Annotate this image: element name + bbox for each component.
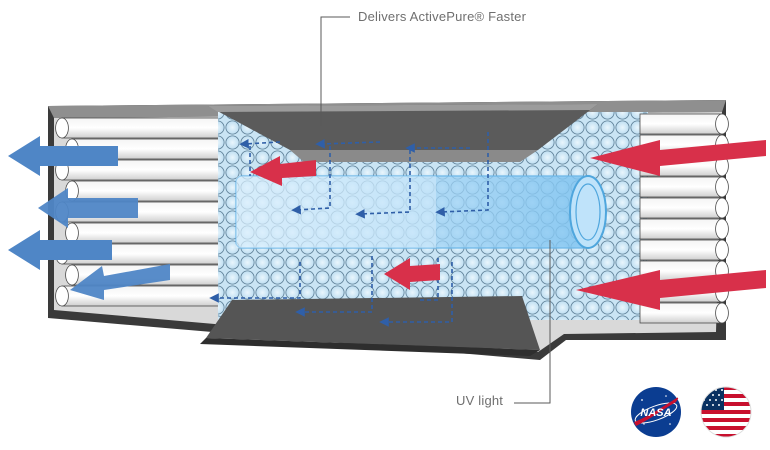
inflow-arrow-4: [384, 258, 440, 290]
tube-end: [55, 285, 69, 307]
tube: [639, 113, 723, 135]
tube-end: [715, 239, 729, 261]
tube: [639, 197, 723, 219]
nasa-meatball-icon: NASA: [631, 387, 681, 437]
outflow-arrow-2: [38, 188, 138, 228]
tube-end: [55, 117, 69, 139]
top-callout-line: [320, 16, 350, 126]
tube: [639, 176, 723, 198]
inflow-arrow-2: [576, 270, 766, 310]
uv-callout-line: [514, 240, 551, 404]
internal-flow-paths: [209, 132, 489, 327]
tube-end: [715, 197, 729, 219]
inflow-arrow-1: [590, 140, 766, 176]
tube-end: [715, 113, 729, 135]
tube-end: [715, 218, 729, 240]
uv-light-callout-label: UV light: [456, 393, 504, 408]
activepure-callout-label: Delivers ActivePure® Faster: [358, 9, 527, 24]
tube-end: [715, 302, 729, 324]
outflow-arrow-4: [70, 264, 170, 300]
uv-light-tube: [235, 175, 607, 249]
tube: [639, 239, 723, 261]
top-plate: [208, 104, 598, 162]
bottom-plate: [200, 296, 540, 356]
nasa-wordmark: NASA: [640, 407, 671, 419]
inflow-arrows: [250, 140, 766, 310]
tube-end: [715, 176, 729, 198]
outflow-arrow-3: [8, 230, 112, 270]
tube-end: [65, 264, 79, 286]
callout-lines: [320, 16, 551, 404]
outflow-arrows: [8, 136, 170, 300]
outflow-arrow-1: [8, 136, 118, 176]
tube: [639, 218, 723, 240]
us-flag-icon: [700, 386, 752, 438]
inflow-arrow-3: [250, 156, 316, 186]
